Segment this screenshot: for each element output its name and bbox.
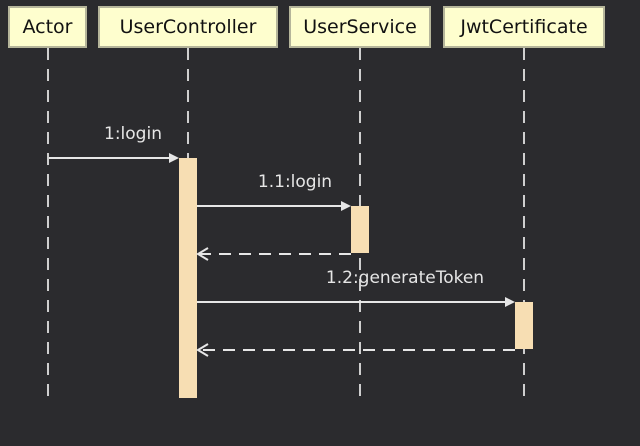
open-arrowhead-icon — [196, 247, 209, 261]
arrowhead-icon — [341, 201, 351, 211]
open-arrowhead-icon — [196, 343, 209, 357]
participant-jwt-certificate: JwtCertificate — [443, 6, 605, 48]
message-label: 1.1:login — [257, 172, 333, 192]
arrowhead-icon — [505, 297, 515, 307]
participant-user-service: UserService — [289, 6, 431, 48]
participant-actor: Actor — [8, 6, 87, 48]
activation-jwt-certificate — [515, 302, 533, 349]
activation-user-controller — [179, 158, 197, 398]
message-label: 1:login — [104, 124, 162, 144]
participant-user-controller: UserController — [98, 6, 278, 48]
activation-user-service — [351, 206, 369, 253]
message-label: 1.2:generateToken — [325, 268, 485, 288]
arrowhead-icon — [169, 153, 179, 163]
